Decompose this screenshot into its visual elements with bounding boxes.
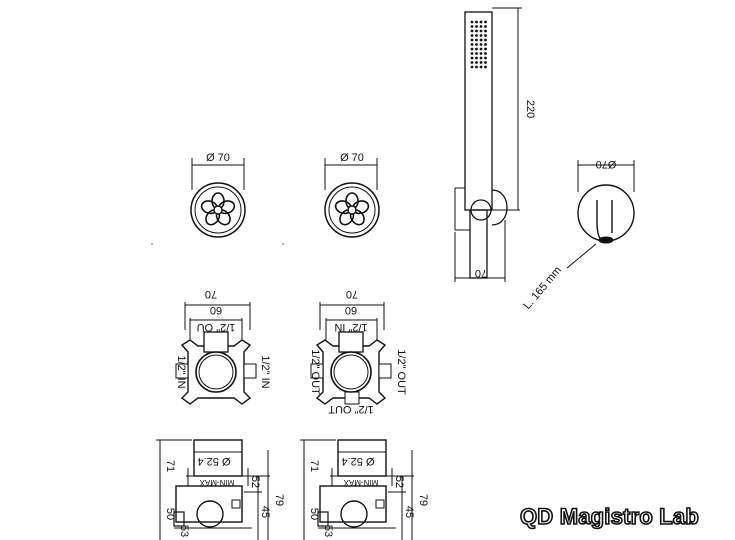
stray-dot bbox=[282, 243, 284, 245]
nozzle-dot bbox=[475, 25, 478, 28]
nozzle-dot bbox=[470, 43, 474, 46]
nozzle-dot bbox=[470, 38, 474, 42]
nozzle-dot bbox=[479, 43, 483, 46]
body-left-dim-53: 53 bbox=[178, 525, 190, 537]
spout-length: L. 165 mm bbox=[521, 264, 564, 312]
body-right-dim-79: 79 bbox=[417, 494, 429, 506]
body-left-pipe-diameter: Ø 52.4 bbox=[197, 455, 230, 467]
nozzle-dot bbox=[484, 61, 487, 64]
body-left-dim-50: 50 bbox=[164, 508, 176, 520]
nozzle-dot bbox=[470, 65, 474, 69]
body-right-min-max: MIN-MAX bbox=[343, 478, 378, 487]
body-right-dim-50: 50 bbox=[308, 508, 320, 520]
valve-left-width-70: 70 bbox=[205, 288, 217, 300]
brand-watermark: QD Magistro Lab bbox=[519, 503, 700, 530]
nozzle-dot bbox=[475, 43, 478, 46]
nozzle-dot bbox=[479, 38, 483, 42]
nozzle-dot bbox=[470, 52, 474, 55]
valve-left-top-port: 1/2" OU bbox=[197, 321, 236, 333]
nozzle-dot bbox=[479, 47, 483, 51]
nozzle-dot bbox=[475, 47, 478, 51]
knob-left-diameter: Ø 70 bbox=[206, 152, 230, 164]
body-right-dim-45: 45 bbox=[403, 506, 415, 518]
shower-height-dimension: 220 bbox=[524, 100, 536, 118]
body-right-dim-53: 53 bbox=[322, 525, 334, 537]
shower-nozzles bbox=[470, 20, 487, 69]
nozzle-dot bbox=[479, 25, 483, 28]
valve-right-top-port: 1/2" IN bbox=[334, 321, 367, 333]
nozzle-dot bbox=[475, 61, 478, 64]
body-left-height-71: 71 bbox=[164, 460, 176, 472]
body-right bbox=[300, 439, 414, 540]
nozzle-dot bbox=[475, 29, 478, 33]
nozzle-dot bbox=[484, 29, 487, 33]
nozzle-dot bbox=[475, 52, 478, 55]
nozzle-dot bbox=[479, 34, 483, 37]
valve-left-left-port: 1/2" IN bbox=[175, 355, 187, 388]
body-right-pipe-diameter: Ø 52.4 bbox=[341, 455, 374, 467]
body-left-min-max: MIN-MAX bbox=[199, 478, 234, 487]
valve-left-width-60: 60 bbox=[210, 304, 222, 316]
nozzle-dot bbox=[484, 52, 487, 55]
nozzle-dot bbox=[484, 34, 487, 37]
spout-diameter: Ø70 bbox=[596, 158, 617, 170]
nozzle-dot bbox=[470, 20, 474, 24]
body-right-dim-52: 52 bbox=[393, 476, 405, 488]
valve-right bbox=[310, 302, 392, 405]
body-right-height-71: 71 bbox=[308, 460, 320, 472]
nozzle-dot bbox=[479, 20, 483, 24]
nozzle-dot bbox=[475, 65, 478, 69]
valve-right-width-60: 60 bbox=[345, 304, 357, 316]
nozzle-dot bbox=[479, 56, 483, 60]
valve-left-right-port: 1/2" IN bbox=[259, 355, 271, 388]
valve-right-bottom-port: 1/2" OUT bbox=[328, 403, 374, 415]
nozzle-dot bbox=[475, 20, 478, 24]
stray-dot bbox=[151, 243, 153, 245]
nozzle-dot bbox=[484, 43, 487, 46]
knob-left bbox=[190, 158, 246, 238]
nozzle-dot bbox=[479, 65, 483, 69]
nozzle-dot bbox=[484, 56, 487, 60]
nozzle-dot bbox=[479, 61, 483, 64]
nozzle-dot bbox=[484, 38, 487, 42]
body-left bbox=[156, 439, 270, 540]
nozzle-dot bbox=[475, 34, 478, 37]
body-left-dim-52: 52 bbox=[249, 476, 261, 488]
nozzle-dot bbox=[479, 52, 483, 55]
valve-left bbox=[175, 302, 257, 405]
nozzle-dot bbox=[479, 29, 483, 33]
valve-right-width-70: 70 bbox=[346, 288, 358, 300]
body-left-dim-79: 79 bbox=[273, 494, 285, 506]
nozzle-dot bbox=[484, 65, 487, 69]
nozzle-dot bbox=[470, 56, 474, 60]
nozzle-dot bbox=[475, 56, 478, 60]
nozzle-dot bbox=[470, 34, 474, 37]
nozzle-dot bbox=[475, 38, 478, 42]
nozzle-dot bbox=[484, 25, 487, 28]
spout bbox=[566, 160, 635, 269]
knob-right-diameter: Ø 70 bbox=[340, 152, 364, 164]
nozzle-dot bbox=[470, 47, 474, 51]
nozzle-dot bbox=[470, 25, 474, 28]
valve-right-left-port: 1/2" OUT bbox=[309, 349, 321, 395]
knob-right bbox=[324, 158, 380, 238]
nozzle-dot bbox=[470, 29, 474, 33]
valve-right-right-port: 1/2" OUT bbox=[395, 349, 407, 395]
shower-handle bbox=[454, 7, 522, 282]
body-left-dim-45: 45 bbox=[259, 506, 271, 518]
nozzle-dot bbox=[470, 61, 474, 64]
nozzle-dot bbox=[484, 47, 487, 51]
nozzle-dot bbox=[484, 20, 487, 24]
shower-width-dimension: 70 bbox=[475, 267, 487, 279]
